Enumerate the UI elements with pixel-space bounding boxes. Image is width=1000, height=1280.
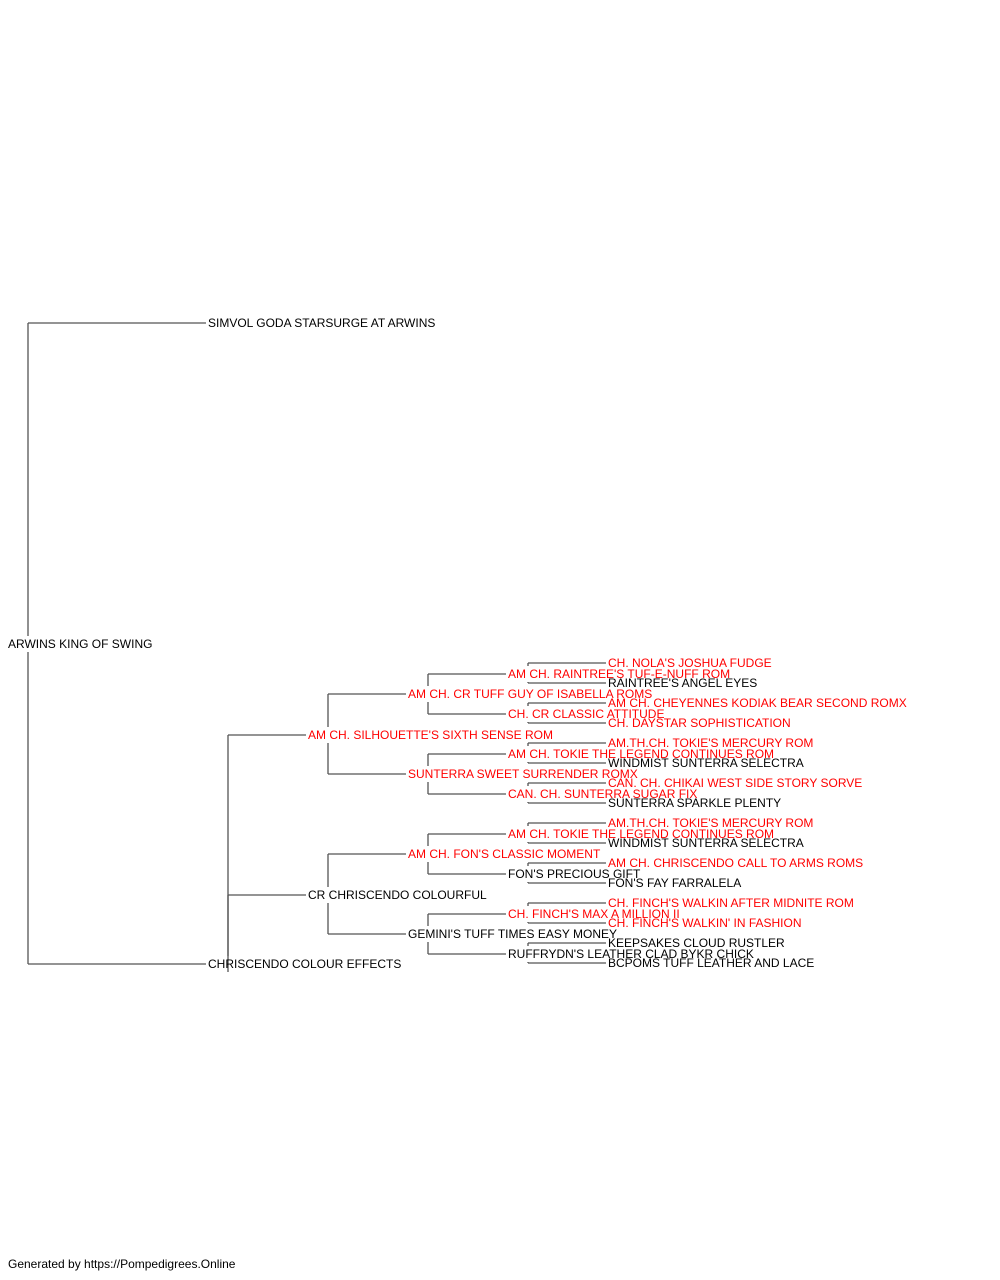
- pedigree-labels: ARWINS KING OF SWING SIMVOL GODA STARSURG…: [8, 316, 907, 971]
- ancestor-name: AM CH. TOKIE THE LEGEND CONTINUES ROM: [508, 747, 774, 761]
- ancestor-name: CH. FINCH'S WALKIN' IN FASHION: [608, 916, 802, 930]
- ancestor-name: AM.TH.CH. TOKIE'S MERCURY ROM: [608, 816, 813, 830]
- ancestor-name: BCPOMS TUFF LEATHER AND LACE: [608, 956, 814, 970]
- ancestor-name: CAN. CH. CHIKAI WEST SIDE STORY SORVE: [608, 776, 862, 790]
- ancestor-name: CH. NOLA'S JOSHUA FUDGE: [608, 656, 772, 670]
- ancestor-name: SUNTERRA SPARKLE PLENTY: [608, 796, 781, 810]
- ancestor-name: CH. FINCH'S WALKIN AFTER MIDNITE ROM: [608, 896, 854, 910]
- ancestor-name: CH. DAYSTAR SOPHISTICATION: [608, 716, 791, 730]
- ancestor-name: AM CH. TOKIE THE LEGEND CONTINUES ROM: [508, 827, 774, 841]
- ancestor-name: FON'S PRECIOUS GIFT: [508, 867, 641, 881]
- subject-dog-name: ARWINS KING OF SWING: [8, 637, 152, 651]
- ancestor-name: RAINTREE'S ANGEL EYES: [608, 676, 757, 690]
- ancestor-name: AM CH. CHRISCENDO CALL TO ARMS ROMS: [608, 856, 863, 870]
- ancestor-name: WINDMIST SUNTERRA SELECTRA: [608, 836, 804, 850]
- ancestor-name: CHRISCENDO COLOUR EFFECTS: [208, 957, 401, 971]
- footer-credit: Generated by https://Pompedigrees.Online: [8, 1257, 236, 1271]
- ancestor-name: CH. FINCH'S MAX A MILLION II: [508, 907, 680, 921]
- ancestor-name: SUNTERRA SWEET SURRENDER ROMX: [408, 767, 638, 781]
- ancestor-name: WINDMIST SUNTERRA SELECTRA: [608, 756, 804, 770]
- connector-lines: [27, 322, 606, 972]
- ancestor-name: AM.TH.CH. TOKIE'S MERCURY ROM: [608, 736, 813, 750]
- ancestor-name: AM CH. FON'S CLASSIC MOMENT: [408, 847, 601, 861]
- ancestor-name: KEEPSAKES CLOUD RUSTLER: [608, 936, 785, 950]
- ancestor-name: CH. CR CLASSIC ATTITUDE: [508, 707, 664, 721]
- ancestor-name: AM CH. CR TUFF GUY OF ISABELLA ROMS: [408, 687, 652, 701]
- ancestor-name: CAN. CH. SUNTERRA SUGAR FIX: [508, 787, 697, 801]
- ancestor-name: CR CHRISCENDO COLOURFUL: [308, 888, 487, 902]
- ancestor-name: RUFFRYDN'S LEATHER CLAD BYKR CHICK: [508, 947, 754, 961]
- ancestor-name: AM CH. RAINTREE'S TUF-E-NUFF ROM: [508, 667, 730, 681]
- ancestor-name: SIMVOL GODA STARSURGE AT ARWINS: [208, 316, 435, 330]
- ancestor-name: FON'S FAY FARRALELA: [608, 876, 741, 890]
- ancestor-name: AM CH. SILHOUETTE'S SIXTH SENSE ROM: [308, 728, 553, 742]
- ancestor-name: GEMINI'S TUFF TIMES EASY MONEY: [408, 927, 617, 941]
- ancestor-name: AM CH. CHEYENNES KODIAK BEAR SECOND ROMX: [608, 696, 907, 710]
